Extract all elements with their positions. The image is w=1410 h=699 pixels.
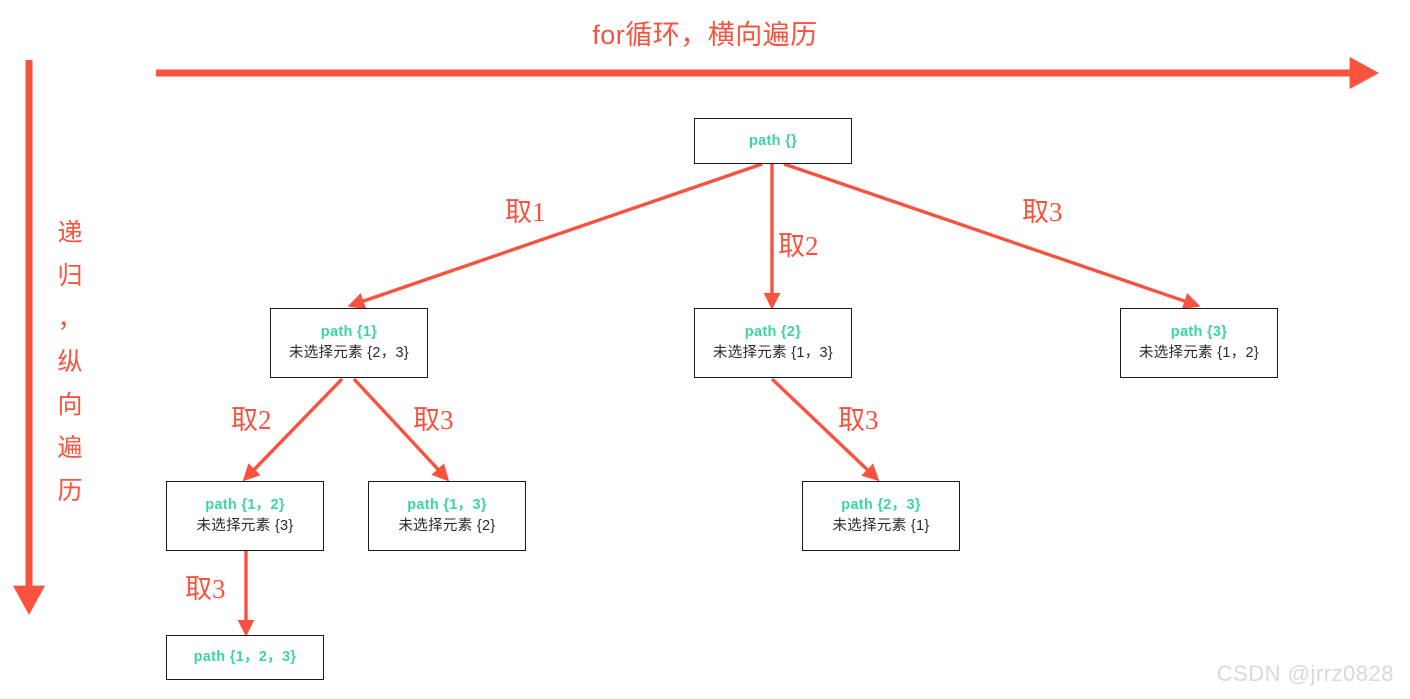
node-path-text: path {1，3} bbox=[407, 497, 487, 513]
node-path-text: path {2} bbox=[744, 324, 802, 340]
node-path-text: path {1，2} bbox=[205, 497, 285, 513]
vertical-axis-char: ， bbox=[57, 305, 83, 333]
vertical-axis-char: 遍 bbox=[57, 434, 83, 462]
edge-root-to-n1 bbox=[347, 162, 763, 310]
tree-node-2-3[interactable]: path {2，3} 未选择元素 {1} bbox=[802, 481, 960, 551]
edge-label-root-to-n3: 取3 bbox=[1022, 197, 1063, 227]
node-remaining-text: 未选择元素 {1，2} bbox=[1138, 345, 1260, 361]
node-path-text: path {} bbox=[748, 132, 798, 149]
edge-label-n1-to-n13: 取3 bbox=[413, 405, 454, 435]
vertical-axis-char: 递 bbox=[57, 219, 83, 247]
node-remaining-text: 未选择元素 {2，3} bbox=[288, 345, 410, 361]
tree-node-2[interactable]: path {2} 未选择元素 {1，3} bbox=[694, 308, 852, 378]
node-path-text: path {3} bbox=[1170, 324, 1228, 340]
tree-node-1-3[interactable]: path {1，3} 未选择元素 {2} bbox=[368, 481, 526, 551]
tree-node-1[interactable]: path {1} 未选择元素 {2，3} bbox=[270, 308, 428, 378]
edge-root-to-n3 bbox=[783, 162, 1201, 310]
tree-node-root[interactable]: path {} bbox=[694, 118, 852, 164]
edge-label-n12-to-n123: 取3 bbox=[185, 574, 226, 604]
node-path-text: path {1，2，3} bbox=[193, 649, 297, 665]
node-remaining-text: 未选择元素 {2} bbox=[398, 518, 496, 534]
node-path-text: path {1} bbox=[320, 324, 378, 340]
edge-label-n1-to-n12: 取2 bbox=[231, 405, 272, 435]
edge-label-n2-to-n23: 取3 bbox=[838, 405, 879, 435]
node-path-text: path {2，3} bbox=[841, 497, 921, 513]
node-remaining-text: 未选择元素 {3} bbox=[196, 518, 294, 534]
vertical-axis-char: 纵 bbox=[57, 348, 83, 376]
tree-node-1-2[interactable]: path {1，2} 未选择元素 {3} bbox=[166, 481, 324, 551]
watermark: CSDN @jrrz0828 bbox=[1216, 661, 1394, 686]
vertical-axis-char: 向 bbox=[57, 391, 83, 419]
node-remaining-text: 未选择元素 {1，3} bbox=[712, 345, 834, 361]
vertical-axis-label: 递 归 ， 纵 向 遍 历 bbox=[48, 212, 92, 513]
node-remaining-text: 未选择元素 {1} bbox=[832, 518, 930, 534]
edge-label-root-to-n2: 取2 bbox=[778, 231, 819, 261]
vertical-axis-char: 历 bbox=[57, 477, 83, 505]
horizontal-axis-label: for循环，横向遍历 bbox=[592, 20, 818, 50]
tree-node-1-2-3[interactable]: path {1，2，3} bbox=[166, 635, 324, 680]
tree-node-3[interactable]: path {3} 未选择元素 {1，2} bbox=[1120, 308, 1278, 378]
vertical-axis-char: 归 bbox=[57, 262, 83, 290]
edge-label-root-to-n1: 取1 bbox=[505, 197, 546, 227]
